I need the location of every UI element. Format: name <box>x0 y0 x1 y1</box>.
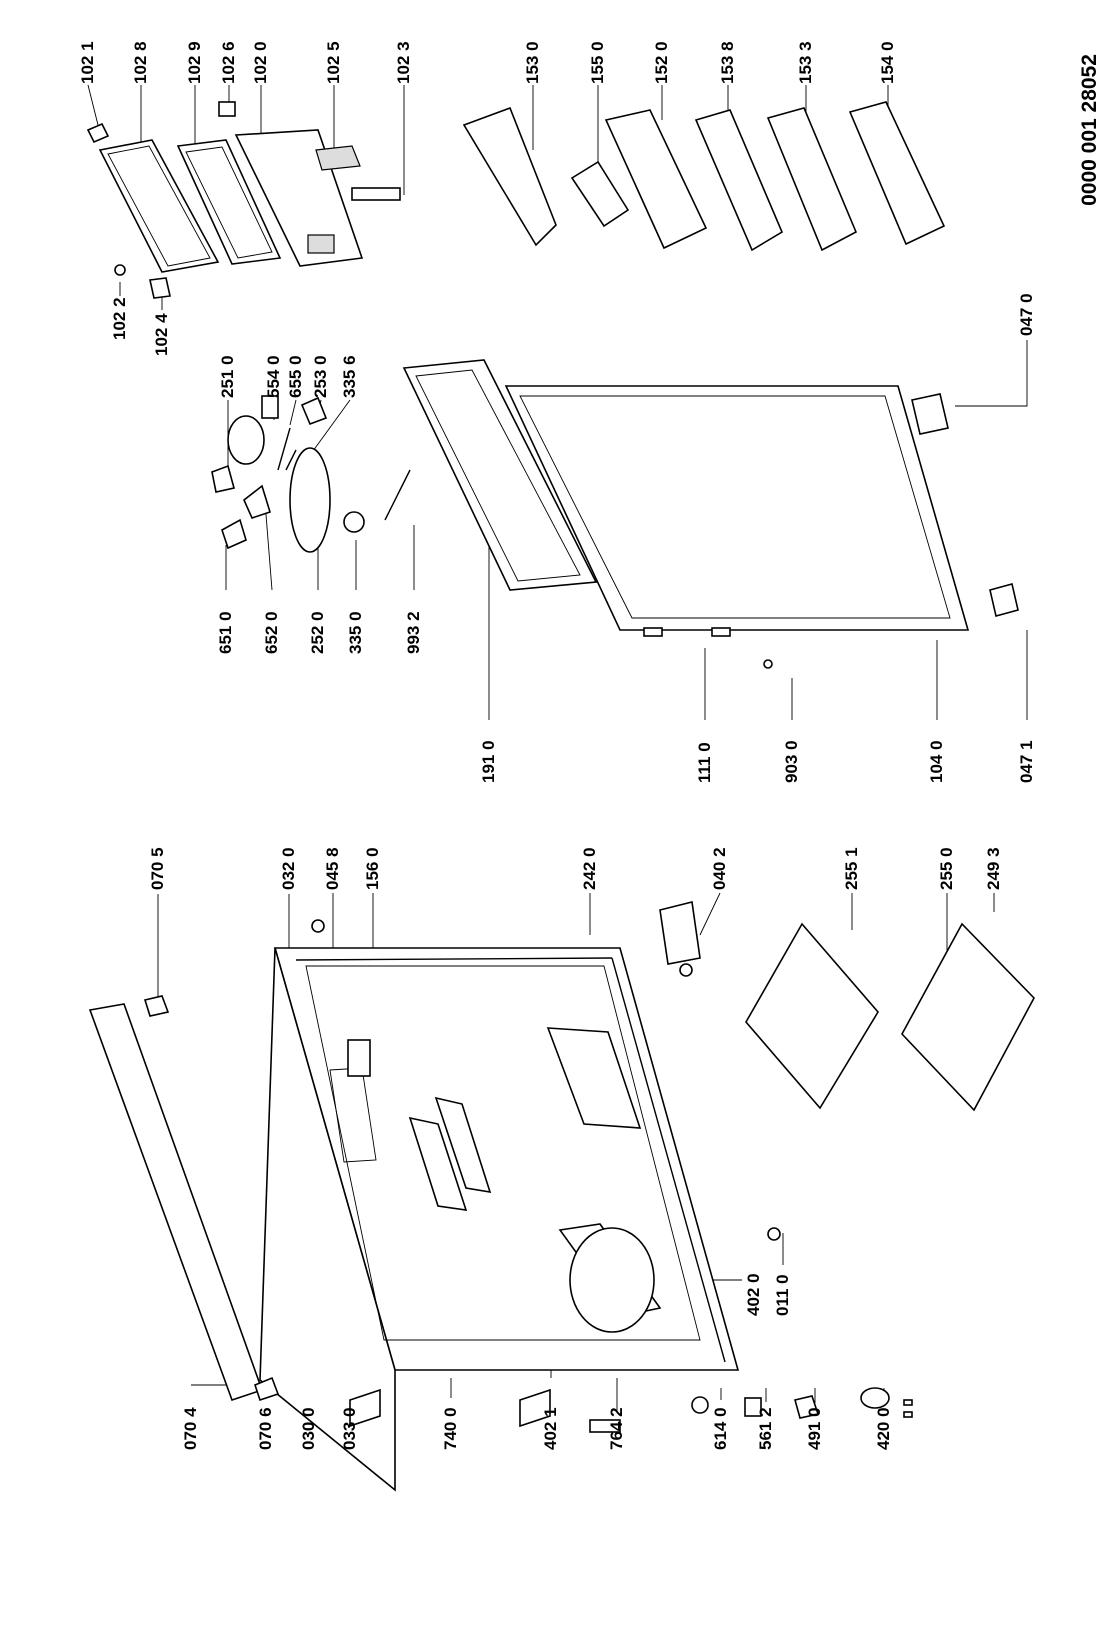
part-label: 153 0 <box>523 41 542 84</box>
part-label: 102 6 <box>219 41 238 84</box>
thermostat-lamp-group <box>211 395 411 553</box>
part-label: 335 0 <box>346 611 365 654</box>
part-label: 335 6 <box>340 355 359 398</box>
part-label: 102 4 <box>152 313 171 356</box>
part-label: 402 0 <box>744 1273 763 1316</box>
part-label: 102 0 <box>251 41 270 84</box>
part-label: 242 0 <box>580 847 599 890</box>
part-label: 652 0 <box>262 611 281 654</box>
part-label: 251 0 <box>218 355 237 398</box>
freezer-parts-group <box>86 101 401 299</box>
part-label: 255 0 <box>937 847 956 890</box>
part-label: 614 0 <box>711 1407 730 1450</box>
part-label: 554 0 <box>264 355 283 398</box>
part-label: 153 3 <box>796 41 815 84</box>
door-group <box>402 359 1019 669</box>
shelves-misc-group <box>311 901 1035 1433</box>
part-label: 102 2 <box>110 297 129 340</box>
part-label: 011 0 <box>773 1274 792 1316</box>
part-label: 253 0 <box>311 355 330 398</box>
part-label: 047 0 <box>1017 293 1036 336</box>
part-label: 153 8 <box>718 41 737 84</box>
part-label: 111 0 <box>695 742 714 783</box>
part-label: 040 2 <box>710 847 729 890</box>
part-label: 047 1 <box>1017 740 1036 783</box>
part-label: 651 0 <box>216 611 235 654</box>
part-label: 740 0 <box>441 1407 460 1450</box>
part-label: 033 0 <box>340 1407 359 1450</box>
part-label: 249 3 <box>984 847 1003 890</box>
part-label: 903 0 <box>782 740 801 783</box>
part-label: 655 0 <box>286 355 305 398</box>
part-label: 070 6 <box>256 1407 275 1450</box>
part-label: 993 2 <box>404 611 423 654</box>
cabinet-group <box>88 947 740 1492</box>
part-label: 191 0 <box>479 740 498 783</box>
part-label: 045 8 <box>323 847 342 890</box>
part-label: 030 0 <box>299 1407 318 1450</box>
part-label: 070 4 <box>181 1407 200 1450</box>
part-label: 102 8 <box>131 41 150 84</box>
document-number: 0000 001 28052 <box>1078 54 1100 206</box>
part-label: 102 5 <box>324 41 343 84</box>
part-label: 561 2 <box>756 1407 775 1450</box>
door-shelves-group <box>462 101 946 252</box>
part-label: 420 0 <box>874 1407 893 1450</box>
part-label: 070 5 <box>148 847 167 890</box>
part-label: 102 1 <box>78 41 97 84</box>
part-label: 155 0 <box>588 41 607 84</box>
part-label: 764 2 <box>607 1407 626 1450</box>
part-label: 032 0 <box>279 847 298 890</box>
part-label: 154 0 <box>878 41 897 84</box>
part-label: 255 1 <box>842 847 861 890</box>
part-label: 402 1 <box>541 1407 560 1450</box>
part-label: 102 9 <box>185 41 204 84</box>
part-label: 152 0 <box>652 41 671 84</box>
part-label: 252 0 <box>308 611 327 654</box>
part-label: 491 0 <box>805 1407 824 1450</box>
part-label: 102 3 <box>394 41 413 84</box>
part-label: 104 0 <box>927 740 946 783</box>
part-label: 156 0 <box>363 847 382 890</box>
